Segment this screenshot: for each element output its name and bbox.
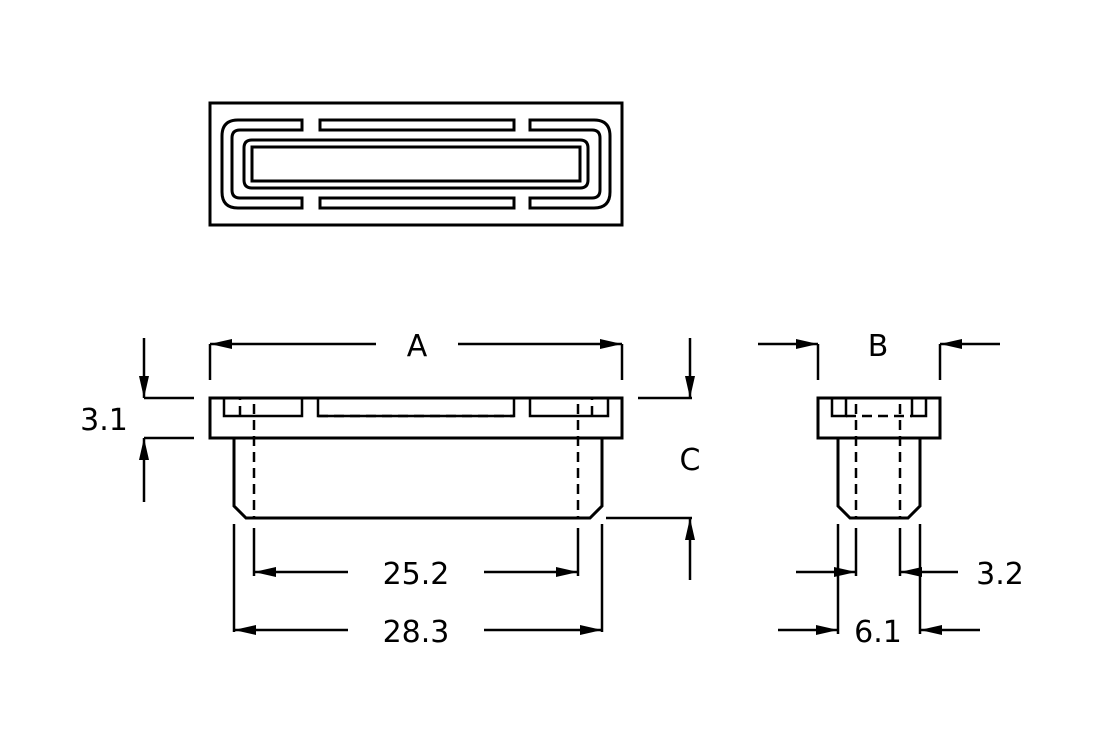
label-28-3: 28.3 bbox=[383, 615, 450, 650]
front-flange-slots bbox=[222, 398, 610, 418]
side-view bbox=[816, 396, 942, 520]
label-3-1: 3.1 bbox=[80, 403, 128, 438]
dimension-lines bbox=[139, 338, 1000, 635]
top-view-inner-opening bbox=[242, 138, 590, 190]
side-body bbox=[836, 438, 922, 520]
dimension-labels: A B C 3.1 25.2 28.3 3.2 6.1 bbox=[80, 329, 1024, 650]
top-view-right-bracket-outer bbox=[528, 118, 612, 210]
front-flange bbox=[208, 396, 624, 440]
side-flange-slots bbox=[830, 398, 928, 418]
top-view-top-slot bbox=[318, 118, 516, 132]
top-view-inner-ring bbox=[250, 145, 582, 183]
top-view-bottom-slot bbox=[318, 196, 516, 210]
top-view-outline bbox=[208, 101, 624, 227]
front-hidden-top bbox=[238, 398, 594, 418]
label-A: A bbox=[407, 329, 428, 364]
label-6-1: 6.1 bbox=[854, 615, 902, 650]
front-view bbox=[208, 396, 624, 520]
top-view-left-bracket-outer bbox=[220, 118, 304, 210]
side-flange bbox=[816, 396, 942, 440]
label-25-2: 25.2 bbox=[383, 557, 450, 592]
top-view bbox=[208, 101, 624, 227]
label-C: C bbox=[680, 443, 701, 478]
label-B: B bbox=[868, 329, 889, 364]
label-3-2: 3.2 bbox=[976, 557, 1024, 592]
front-body bbox=[232, 438, 604, 520]
